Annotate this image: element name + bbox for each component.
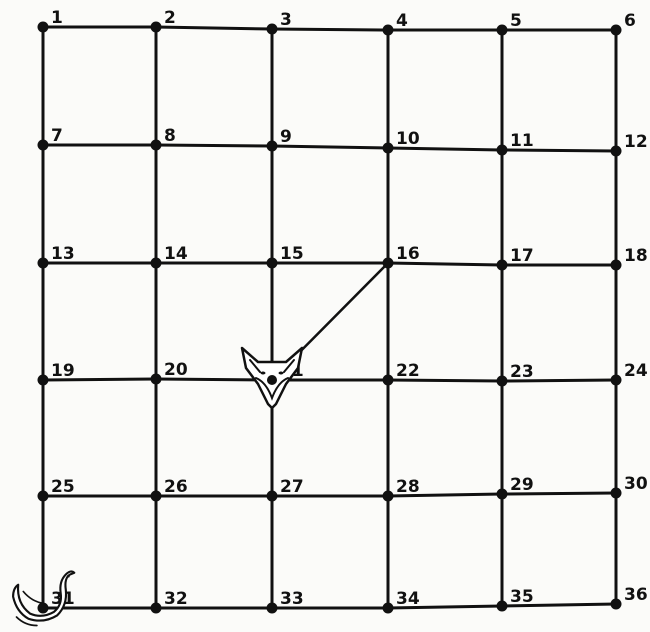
board-node-35[interactable] (497, 601, 508, 612)
node-label: 13 (51, 244, 75, 264)
node-label: 17 (510, 246, 534, 266)
node-label: 25 (51, 477, 75, 497)
node-label: 26 (164, 477, 188, 497)
board-node-16[interactable] (383, 258, 394, 269)
board-node-26[interactable] (151, 491, 162, 502)
board-node-14[interactable] (151, 258, 162, 269)
goose-node-dot (38, 603, 48, 613)
board-node-36[interactable] (611, 599, 622, 610)
node-label: 24 (624, 361, 648, 381)
board-node-13[interactable] (38, 258, 49, 269)
board-node-22[interactable] (383, 375, 394, 386)
board-node-6[interactable] (611, 25, 622, 36)
board-node-19[interactable] (38, 375, 49, 386)
board-node-30[interactable] (611, 488, 622, 499)
grid-lines (43, 27, 616, 608)
board-node-8[interactable] (151, 140, 162, 151)
board-node-28[interactable] (383, 491, 394, 502)
board-node-20[interactable] (151, 374, 162, 385)
node-label: 10 (396, 129, 420, 149)
node-label: 9 (280, 127, 292, 147)
node-label: 22 (396, 361, 420, 381)
board-node-24[interactable] (611, 375, 622, 386)
board-node-27[interactable] (267, 491, 278, 502)
node-label: 15 (280, 244, 304, 264)
node-label: 12 (624, 132, 648, 152)
node-label: 36 (624, 585, 648, 605)
board-node-29[interactable] (497, 489, 508, 500)
board-node-10[interactable] (383, 143, 394, 154)
fox-node-dot (267, 375, 277, 385)
node-label: 18 (624, 246, 648, 266)
board-node-25[interactable] (38, 491, 49, 502)
board-node-34[interactable] (383, 603, 394, 614)
node-label: 14 (164, 244, 188, 264)
board-node-33[interactable] (267, 603, 278, 614)
board-node-12[interactable] (611, 146, 622, 157)
node-label: 20 (164, 360, 188, 380)
board-node-17[interactable] (497, 260, 508, 271)
node-label: 34 (396, 589, 420, 609)
board-node-23[interactable] (497, 376, 508, 387)
node-label: 1 (51, 8, 63, 28)
node-label: 3 (280, 10, 292, 30)
node-label: 16 (396, 244, 420, 264)
board-node-15[interactable] (267, 258, 278, 269)
node-label: 32 (164, 589, 188, 609)
node-label: 19 (51, 361, 75, 381)
node-label: 30 (624, 474, 648, 494)
board-node-9[interactable] (267, 141, 278, 152)
node-label: 5 (510, 11, 522, 31)
node-label: 11 (510, 131, 534, 151)
node-label: 29 (510, 475, 534, 495)
node-label: 27 (280, 477, 304, 497)
node-label: 23 (510, 362, 534, 382)
node-label: 6 (624, 11, 636, 31)
board-node-1[interactable] (38, 22, 49, 33)
node-label: 2 (164, 8, 176, 28)
node-label: 35 (510, 587, 534, 607)
node-labels: 1234567891011121314151617181920212223242… (51, 8, 648, 609)
node-label: 7 (51, 126, 63, 146)
board-node-32[interactable] (151, 603, 162, 614)
board-node-2[interactable] (151, 22, 162, 33)
board-node-3[interactable] (267, 24, 278, 35)
node-label: 8 (164, 126, 176, 146)
board-nodes (38, 22, 622, 614)
board-node-4[interactable] (383, 25, 394, 36)
node-label: 33 (280, 589, 304, 609)
board-node-11[interactable] (497, 145, 508, 156)
node-label: 4 (396, 11, 408, 31)
board-node-5[interactable] (497, 25, 508, 36)
node-label: 28 (396, 477, 420, 497)
board-node-7[interactable] (38, 140, 49, 151)
board-node-18[interactable] (611, 260, 622, 271)
